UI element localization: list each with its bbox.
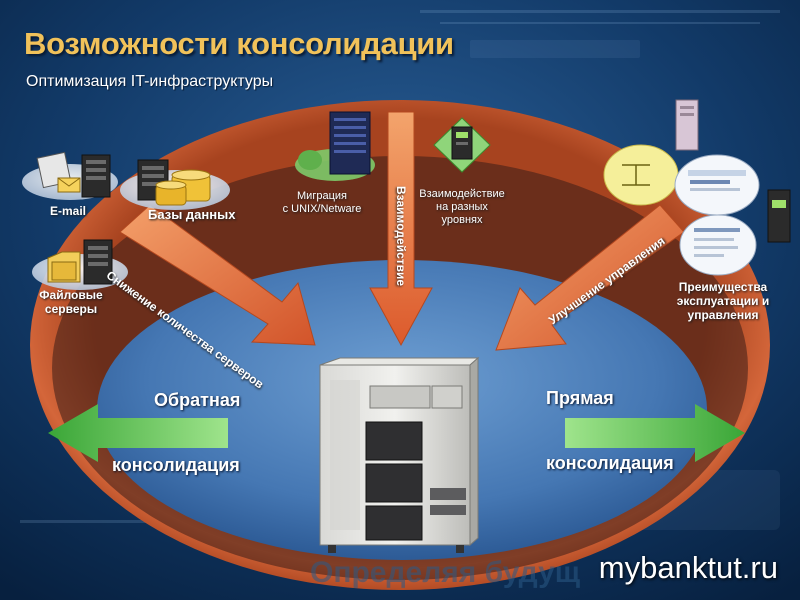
interaction-label: Взаимодействие на разных уровнях: [408, 188, 516, 227]
reverse-consolidation-line1: Обратная: [154, 390, 241, 410]
page-subtitle: Оптимизация IT-инфраструктуры: [26, 73, 274, 90]
direct-consolidation-line2: консолидация: [546, 453, 674, 473]
migration-line1: Миграция: [297, 190, 347, 202]
central-server-icon: [319, 356, 480, 553]
unix-migration-server-icon: [295, 111, 375, 181]
arrow-interaction: [369, 111, 433, 347]
arrow-label-interaction: Взаимодействие: [394, 186, 408, 287]
background-slogan: Определяя будущ: [310, 556, 581, 589]
reverse-consolidation-line2: консолидация: [112, 455, 240, 475]
file-servers-line2: серверы: [44, 302, 98, 316]
file-server-icon: [32, 239, 128, 290]
interaction-line3: уровнях: [441, 214, 483, 226]
databases-label: Базы данных: [148, 207, 236, 222]
email-label: E-mail: [50, 204, 87, 218]
advantages-line2: эксплуатации и: [676, 294, 770, 308]
interaction-line1: Взаимодействие: [419, 188, 505, 200]
page-title: Возможности консолидации: [24, 26, 454, 61]
file-servers-label: Файловые серверы: [34, 288, 108, 316]
email-server-icon: [22, 151, 118, 200]
file-servers-line1: Файловые: [39, 288, 103, 302]
site-watermark: mybanktut.ru: [598, 550, 778, 585]
management-screens-icon: [603, 99, 791, 276]
advantages-line3: управления: [687, 308, 759, 322]
migration-label: Миграция с UNIX/Netware: [262, 190, 382, 216]
arrow-reduce-servers: [119, 204, 316, 346]
arrow-reverse-consolidation: [48, 404, 228, 462]
direct-consolidation-line1: Прямая: [546, 388, 614, 408]
arrow-improve-management: [495, 204, 685, 351]
advantages-line1: Преимущества: [678, 280, 768, 294]
advantages-label: Преимущества эксплуатации и управления: [668, 280, 778, 322]
database-server-icon: [120, 159, 230, 210]
migration-line2: с UNIX/Netware: [282, 203, 362, 215]
interaction-line2: на разных: [436, 201, 488, 213]
interaction-device-icon: [433, 117, 491, 173]
arrow-direct-consolidation: [565, 404, 745, 462]
